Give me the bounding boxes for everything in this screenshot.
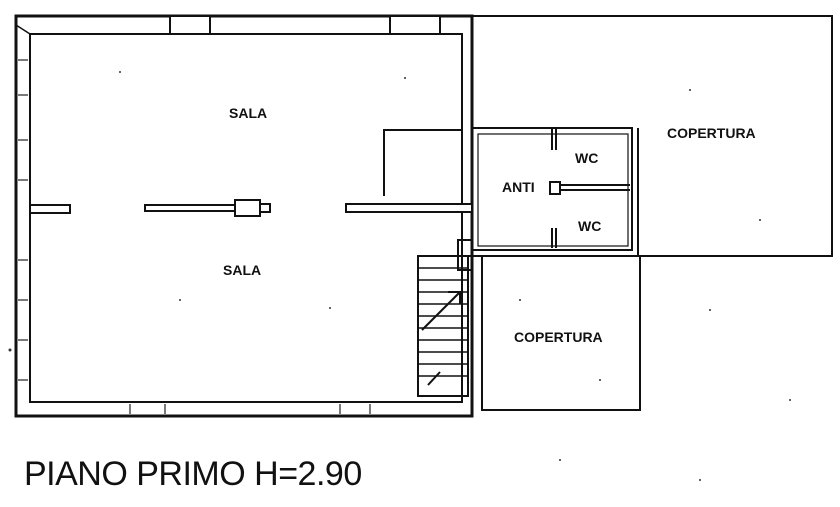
room-label-sala-lower: SALA bbox=[223, 262, 261, 278]
roof-right bbox=[472, 15, 833, 257]
wall-hatching bbox=[18, 18, 441, 414]
scan-noise bbox=[8, 71, 791, 481]
room-label-wc-lower: WC bbox=[578, 218, 601, 234]
room-label-wc-upper: WC bbox=[575, 150, 598, 166]
top-windows bbox=[169, 15, 441, 35]
room-label-anti: ANTI bbox=[502, 179, 535, 195]
room-label-sala-upper: SALA bbox=[229, 105, 267, 121]
room-label-copertura-lower: COPERTURA bbox=[514, 329, 603, 345]
closet-block bbox=[383, 129, 462, 196]
plan-caption: PIANO PRIMO H=2.90 bbox=[24, 455, 362, 493]
roof-lower bbox=[480, 255, 641, 411]
sala-partition bbox=[29, 199, 473, 217]
anti-wc-block bbox=[471, 127, 633, 251]
staircase bbox=[417, 239, 482, 397]
room-label-copertura-right: COPERTURA bbox=[667, 125, 756, 141]
